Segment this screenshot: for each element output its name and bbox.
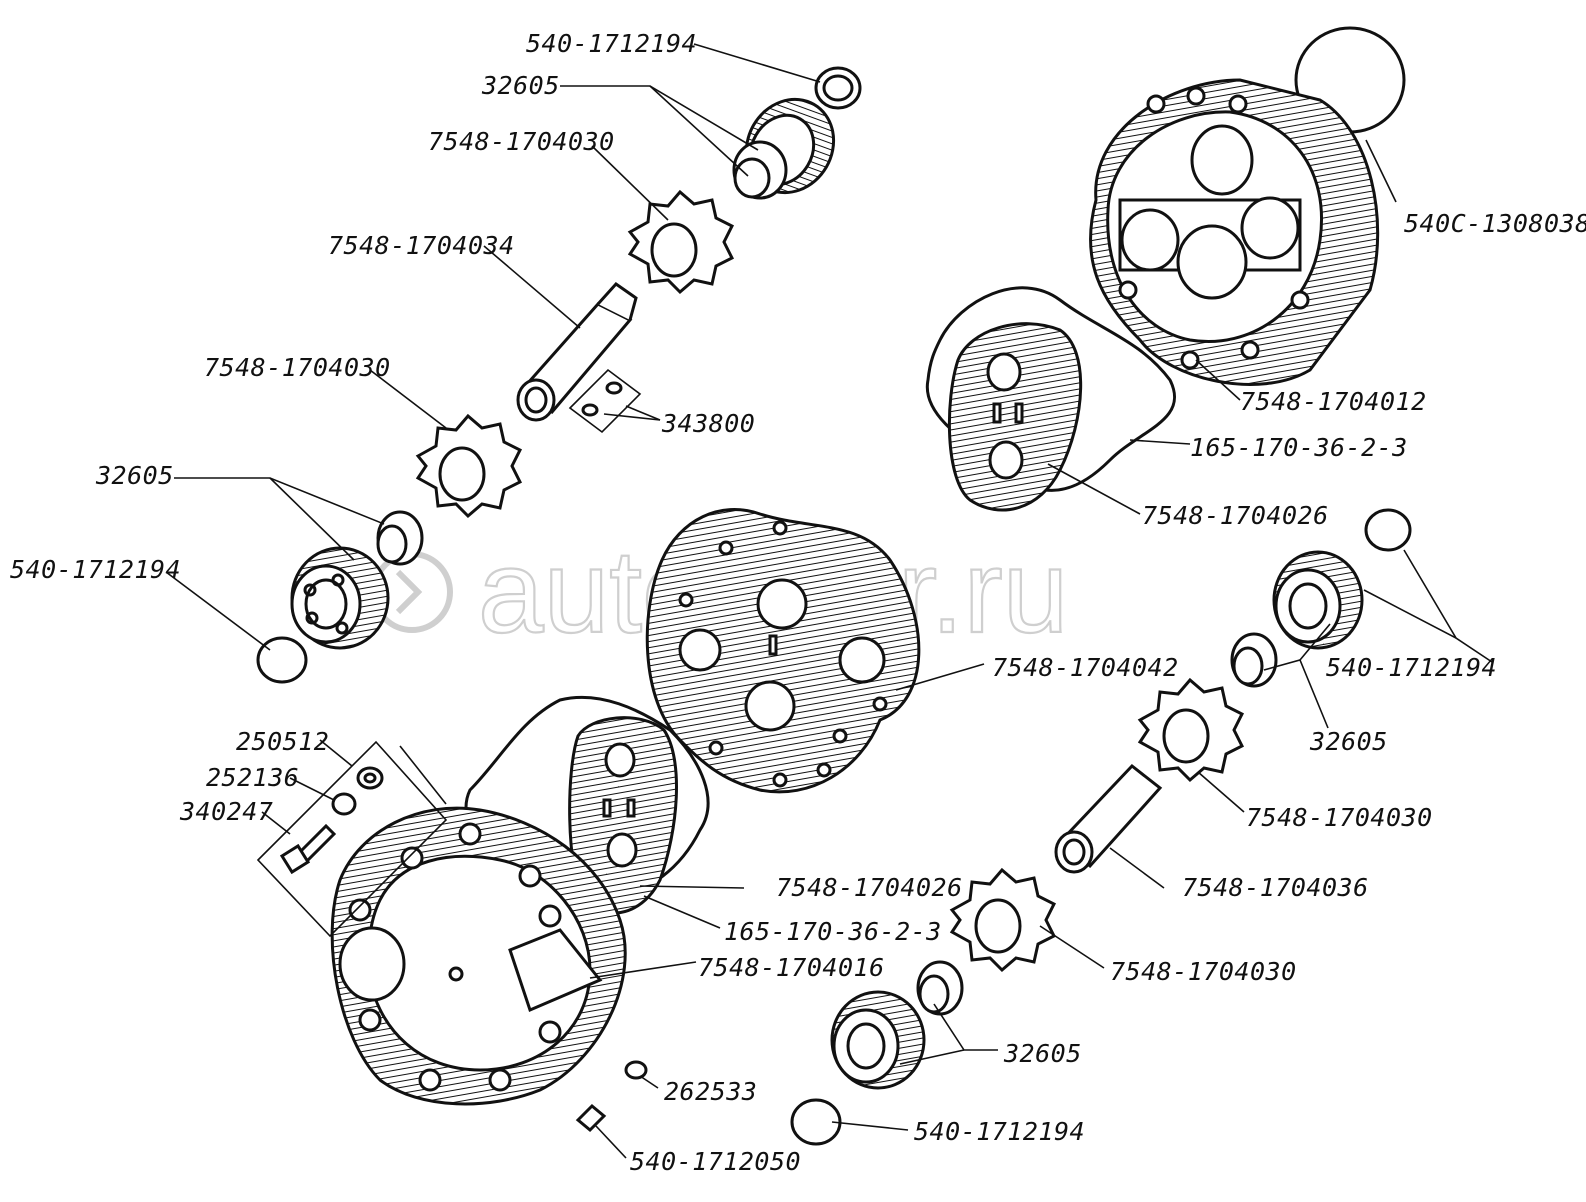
washer-252136 xyxy=(331,792,357,816)
label-part-7548-1704030: 7548-1704030 xyxy=(428,127,615,156)
label-part-7548-1704030: 7548-1704030 xyxy=(1246,803,1433,832)
label-part-7548-1704030: 7548-1704030 xyxy=(1110,957,1297,986)
lower-left-housing-assembly xyxy=(256,695,710,1133)
gear-right-bottom xyxy=(949,867,1057,973)
label-part-7548-1704030: 7548-1704030 xyxy=(204,353,391,382)
upper-left-shaft-assembly xyxy=(256,66,862,684)
snap-ring-right-bottom xyxy=(790,1098,842,1146)
needle-bearing-top xyxy=(732,97,836,200)
bolt-340247 xyxy=(279,823,337,875)
bushing-left xyxy=(376,510,424,566)
snap-ring-right-top xyxy=(1364,508,1412,552)
label-part-252136: 252136 xyxy=(206,763,299,792)
plug-262533 xyxy=(624,1060,648,1080)
key-pins-343800 xyxy=(568,368,642,434)
fastener-group-box xyxy=(256,740,448,938)
label-part-165-170-36-2-3: 165-170-36-2-3 xyxy=(724,917,942,946)
drive-shaft-1704034 xyxy=(516,282,638,422)
seal-plate-upper xyxy=(947,322,1083,512)
label-part-340247: 340247 xyxy=(179,797,273,826)
seal-plate-lower xyxy=(568,716,678,915)
snap-ring-left xyxy=(256,636,308,684)
label-part-262533: 262533 xyxy=(664,1077,757,1106)
needle-bearing-right-top xyxy=(1272,550,1364,650)
label-part-540-1712194: 540-1712194 xyxy=(10,555,181,584)
label-part-32605: 32605 xyxy=(481,71,560,100)
label-part-7548-1704036: 7548-1704036 xyxy=(1182,873,1369,902)
label-part-540-1712194: 540-1712194 xyxy=(526,29,697,58)
label-part-540-1712050: 540-1712050 xyxy=(630,1147,801,1176)
label-part-7548-1704016: 7548-1704016 xyxy=(698,953,885,982)
label-part-540c-1308038: 540C-1308038 xyxy=(1404,209,1586,238)
pin-540-1712050 xyxy=(575,1103,607,1133)
label-part-7548-1704026: 7548-1704026 xyxy=(776,873,963,902)
leader-lines xyxy=(165,43,1493,1159)
label-part-343800: 343800 xyxy=(661,409,755,438)
label-part-32605: 32605 xyxy=(1309,727,1388,756)
pump-cover-1704016 xyxy=(330,806,627,1106)
gear-right-top xyxy=(1137,677,1245,783)
label-part-165-170-36-2-3: 165-170-36-2-3 xyxy=(1190,433,1408,462)
label-part-32605: 32605 xyxy=(1003,1039,1082,1068)
bushing-right-top xyxy=(1230,632,1278,688)
driven-shaft-1704036 xyxy=(1054,763,1163,874)
nut-250512 xyxy=(356,766,384,790)
label-part-32605: 32605 xyxy=(95,461,174,490)
label-part-250512: 250512 xyxy=(236,727,329,756)
upper-right-housing-assembly xyxy=(925,26,1406,512)
label-part-7548-1704026: 7548-1704026 xyxy=(1142,501,1329,530)
gear-middle xyxy=(415,413,523,519)
label-part-540-1712194: 540-1712194 xyxy=(914,1117,1085,1146)
label-part-7548-1704034: 7548-1704034 xyxy=(328,231,515,260)
part-labels: 540-1712194 32605 7548-1704030 7548-1704… xyxy=(10,29,1586,1176)
bushing-right-bottom xyxy=(916,960,964,1016)
snap-ring-top xyxy=(814,66,862,110)
label-part-7548-1704012: 7548-1704012 xyxy=(1240,387,1427,416)
gear-top xyxy=(627,189,735,295)
pump-housing-1704012 xyxy=(1088,78,1380,386)
label-part-540-1712194: 540-1712194 xyxy=(1326,653,1497,682)
label-part-7548-1704042: 7548-1704042 xyxy=(992,653,1179,682)
needle-bearing-right-bottom xyxy=(830,990,926,1090)
needle-bearing-left xyxy=(290,546,390,650)
gasket-ring-upper xyxy=(925,286,1177,492)
